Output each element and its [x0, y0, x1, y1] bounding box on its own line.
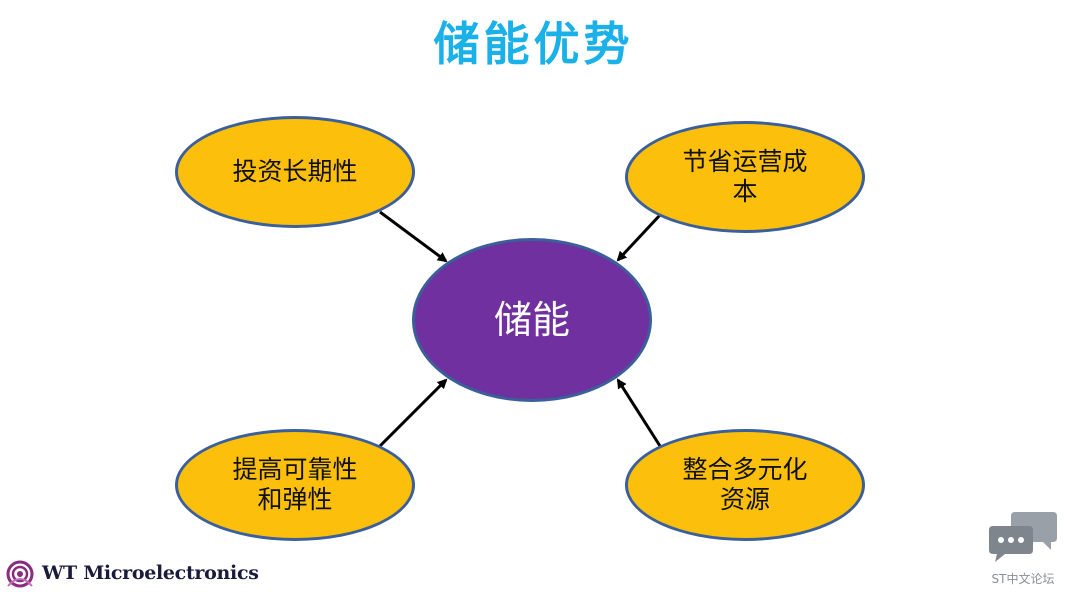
- node-center: 储能: [412, 238, 652, 402]
- brand: WT Microelectronics: [4, 558, 259, 588]
- node-bottom-left-line-2: 和弹性: [257, 485, 333, 514]
- arrow-bottom-left: [378, 378, 448, 448]
- brand-name: WT Microelectronics: [42, 562, 259, 584]
- node-top-right-line-1: 节省运营成: [682, 147, 808, 176]
- node-bottom-left-line-1: 提高可靠性: [232, 455, 358, 484]
- page-title: 储能优势: [433, 17, 634, 71]
- node-bottom-left: 提高可靠性 和弹性: [175, 429, 415, 541]
- chat-bubbles-icon: [989, 512, 1057, 562]
- node-bottom-right-line-1: 整合多元化: [682, 455, 808, 484]
- watermark: ST中文论坛: [984, 508, 1062, 587]
- node-top-left: 投资长期性: [175, 116, 415, 228]
- arrow-top-right: [616, 213, 662, 262]
- node-top-right-line-2: 本: [732, 177, 758, 206]
- node-top-left-line-1: 投资长期性: [232, 157, 358, 186]
- brand-logo-icon: [6, 560, 34, 588]
- arrow-top-left: [379, 210, 448, 263]
- node-top-right: 节省运营成 本: [625, 121, 865, 233]
- watermark-text: ST中文论坛: [991, 572, 1055, 586]
- node-bottom-right: 整合多元化 资源: [625, 429, 865, 541]
- node-bottom-right-line-2: 资源: [719, 485, 770, 514]
- node-center-label: 储能: [493, 298, 570, 342]
- arrow-bottom-right: [616, 378, 662, 447]
